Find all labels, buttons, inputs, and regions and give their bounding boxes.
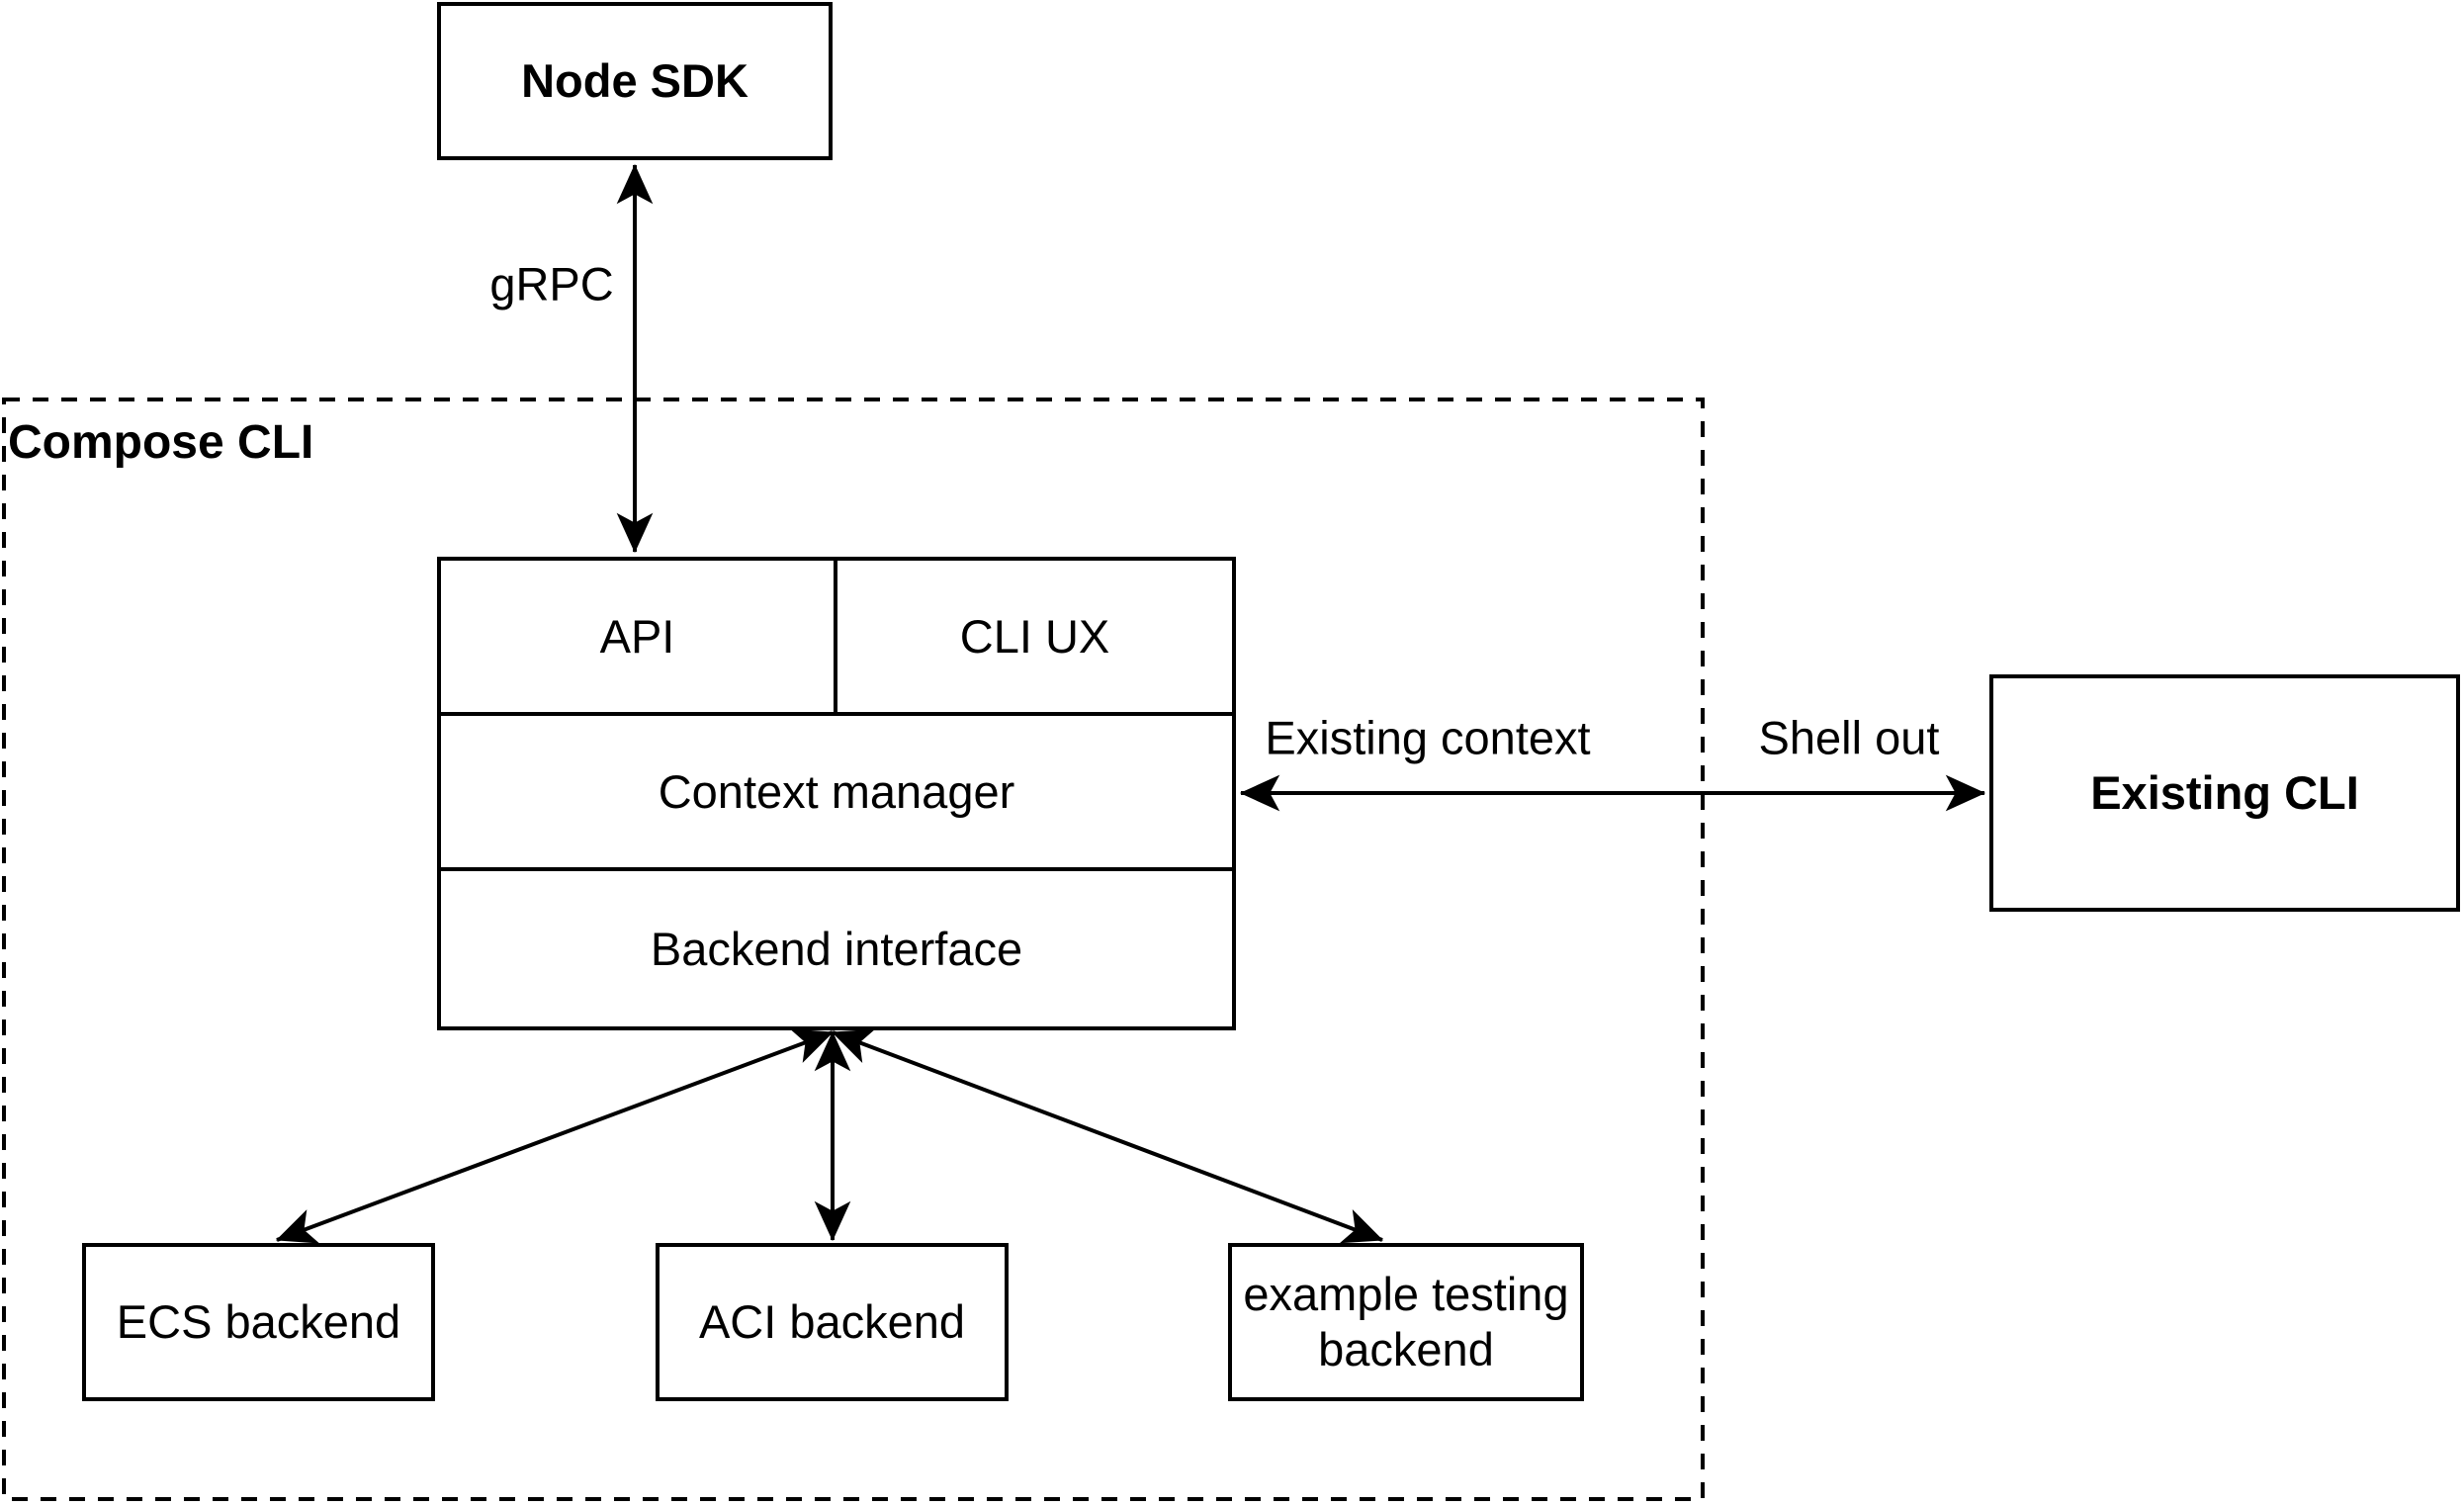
compose-cli-stack: API CLI UX Context manager Backend inter…: [437, 557, 1236, 1030]
existing-cli-label: Existing CLI: [2090, 766, 2359, 819]
context-manager-label: Context manager: [658, 765, 1015, 818]
aci-backend-label: ACI backend: [698, 1295, 966, 1348]
aci-backend-box: ACI backend: [656, 1243, 1009, 1401]
existing-cli-box: Existing CLI: [1989, 674, 2460, 912]
backend-interface-box: Backend interface: [441, 871, 1232, 1026]
backend-interface-label: Backend interface: [650, 923, 1023, 975]
ecs-backend-label: ECS backend: [116, 1295, 401, 1348]
stack-row-top: API CLI UX: [441, 561, 1232, 716]
example-testing-backend-connector: [831, 1028, 1384, 1244]
node-sdk-label: Node SDK: [521, 54, 748, 107]
cli-ux-label: CLI UX: [959, 610, 1110, 663]
grpc-edge-label: gRPC: [484, 256, 620, 311]
example-testing-backend-label: example testing backend: [1243, 1268, 1569, 1375]
ecs-backend-connector: [275, 1028, 835, 1244]
compose-cli-group-label: Compose CLI: [8, 416, 314, 469]
api-label: API: [599, 610, 675, 663]
ecs-backend-box: ECS backend: [82, 1243, 435, 1401]
api-box: API: [441, 561, 837, 712]
node-sdk-box: Node SDK: [437, 2, 833, 160]
cli-ux-box: CLI UX: [837, 561, 1232, 712]
example-testing-backend-box: example testing backend: [1228, 1243, 1584, 1401]
shell-out-edge-label: Shell out: [1752, 710, 1946, 765]
context-manager-box: Context manager: [441, 716, 1232, 871]
existing-context-edge-label: Existing context: [1259, 710, 1597, 765]
